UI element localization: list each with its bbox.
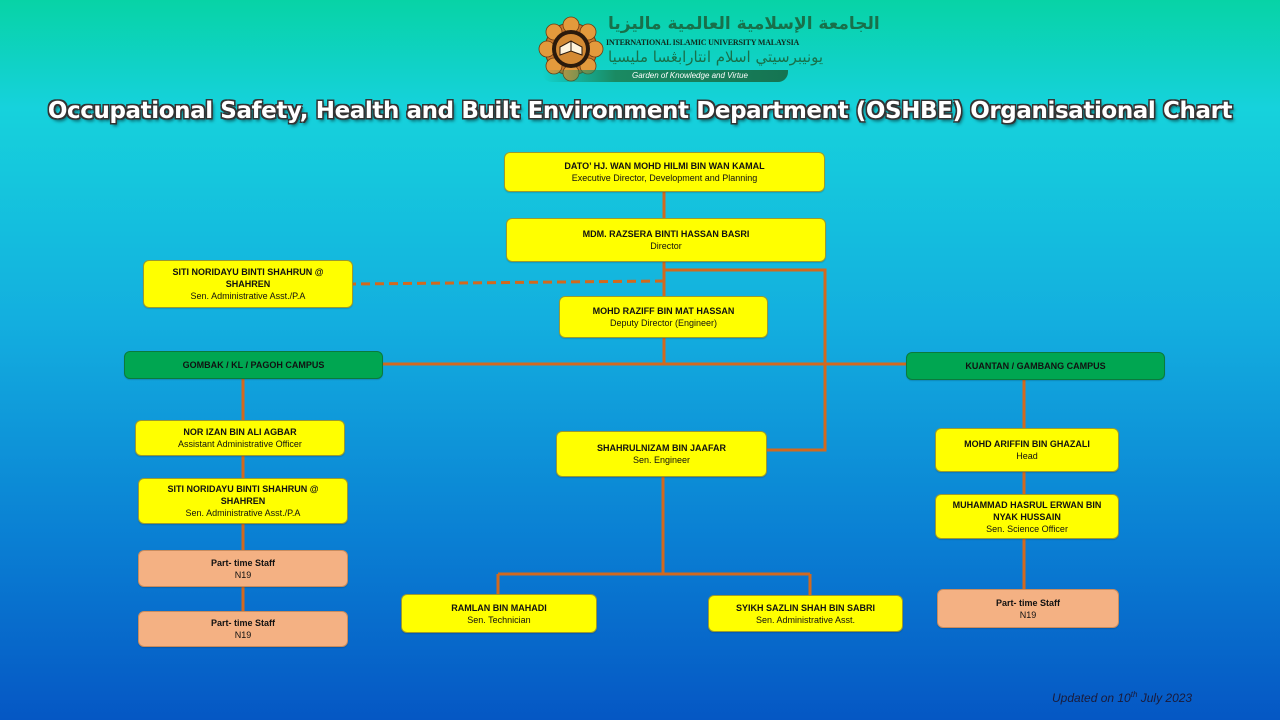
node-name: MUHAMMAD HASRUL ERWAN BIN NYAK HUSSAIN bbox=[952, 499, 1102, 522]
link-director-shahrul bbox=[664, 268, 827, 452]
node-director: MDM. RAZSERA BINTI HASSAN BASRI Director bbox=[506, 218, 826, 262]
node-name: Part- time Staff bbox=[210, 557, 275, 568]
updated-prefix: Updated on 10 bbox=[1052, 691, 1131, 705]
node-ramlan: RAMLAN BIN MAHADI Sen. Technician bbox=[401, 594, 597, 633]
node-role: Assistant Administrative Officer bbox=[178, 439, 302, 449]
node-name: NOR IZAN BIN ALI AGBAR bbox=[183, 427, 297, 437]
campus-name: GOMBAK / KL / PAGOH CAMPUS bbox=[182, 360, 325, 370]
node-role: N19 bbox=[234, 569, 252, 580]
node-personal-assistant: SITI NORIDAYU BINTI SHAHRUN @ SHAHREN Se… bbox=[143, 260, 353, 308]
node-deputy-director: MOHD RAZIFF BIN MAT HASSAN Deputy Direct… bbox=[559, 296, 768, 338]
node-role: Director bbox=[650, 241, 682, 251]
updated-ordinal: th bbox=[1130, 690, 1138, 699]
node-role: N19 bbox=[234, 630, 252, 640]
node-name: Part- time Staff bbox=[210, 618, 275, 628]
campus-gombak-kl-pagoh: GOMBAK / KL / PAGOH CAMPUS bbox=[124, 351, 383, 379]
updated-date: Updated on 10th July 2023 bbox=[1052, 690, 1192, 705]
iium-emblem-icon bbox=[538, 16, 604, 82]
node-role: Sen. Administrative Asst./P.A bbox=[190, 291, 306, 301]
node-name: SITI NORIDAYU BINTI SHAHRUN @ SHAHREN bbox=[167, 484, 319, 506]
logo-motto: Garden of Knowledge and Virtue bbox=[632, 71, 748, 80]
node-shahrulnizam: SHAHRULNIZAM BIN JAAFAR Sen. Engineer bbox=[556, 431, 767, 477]
node-name: DATO’ HJ. WAN MOHD HILMI BIN WAN KAMAL bbox=[564, 161, 765, 171]
page-title: Occupational Safety, Health and Built En… bbox=[47, 98, 1233, 124]
university-logo: الجامعة الإسلامية العالمية ماليزيا INTER… bbox=[536, 14, 880, 86]
logo-english-name: INTERNATIONAL ISLAMIC UNIVERSITY MALAYSI… bbox=[606, 38, 800, 47]
node-part-time-kuantan: Part- time Staff N19 bbox=[937, 589, 1119, 628]
logo-jawi-name: يونيبرسيتي اسلام انتارابڠسا مليسيا bbox=[608, 48, 824, 66]
node-muhammad-hasrul: MUHAMMAD HASRUL ERWAN BIN NYAK HUSSAIN S… bbox=[935, 494, 1119, 539]
node-role: Deputy Director (Engineer) bbox=[609, 318, 718, 328]
node-executive-director: DATO’ HJ. WAN MOHD HILMI BIN WAN KAMAL E… bbox=[504, 152, 825, 192]
node-name: SITI NORIDAYU BINTI SHAHRUN @ SHAHREN bbox=[172, 267, 324, 289]
node-name: MOHD RAZIFF BIN MAT HASSAN bbox=[592, 306, 735, 316]
node-nor-izan: NOR IZAN BIN ALI AGBAR Assistant Adminis… bbox=[135, 420, 345, 456]
node-role: Sen. Technician bbox=[467, 614, 531, 625]
node-role: N19 bbox=[1019, 609, 1037, 620]
node-mohd-ariffin: MOHD ARIFFIN BIN GHAZALI Head bbox=[935, 428, 1119, 472]
node-part-time-gombak-1: Part- time Staff N19 bbox=[138, 550, 348, 587]
link-director-pa bbox=[352, 279, 665, 286]
node-role: Executive Director, Development and Plan… bbox=[571, 173, 758, 183]
node-name: SYIKH SAZLIN SHAH BIN SABRI bbox=[735, 602, 875, 613]
node-name: SHAHRULNIZAM BIN JAAFAR bbox=[597, 443, 726, 453]
node-name: MOHD ARIFFIN BIN GHAZALI bbox=[964, 439, 1090, 449]
updated-suffix: July 2023 bbox=[1137, 691, 1193, 705]
node-role: Sen. Engineer bbox=[632, 455, 691, 465]
node-name: Part- time Staff bbox=[995, 597, 1060, 608]
node-role: Sen. Administrative Asst. bbox=[755, 614, 856, 625]
node-syikh-sazlin: SYIKH SAZLIN SHAH BIN SABRI Sen. Adminis… bbox=[708, 595, 903, 632]
campus-kuantan-gambang: KUANTAN / GAMBANG CAMPUS bbox=[906, 352, 1165, 380]
node-role: Sen. Administrative Asst./P.A bbox=[185, 508, 301, 518]
node-role: Head bbox=[1016, 451, 1038, 461]
motto-banner bbox=[542, 70, 788, 82]
node-role: Sen. Science Officer bbox=[986, 523, 1068, 534]
campus-name: KUANTAN / GAMBANG CAMPUS bbox=[965, 361, 1106, 371]
node-name: MDM. RAZSERA BINTI HASSAN BASRI bbox=[582, 229, 750, 239]
node-part-time-gombak-2: Part- time Staff N19 bbox=[138, 611, 348, 647]
node-name: RAMLAN BIN MAHADI bbox=[451, 602, 547, 613]
logo-arabic-name: الجامعة الإسلامية العالمية ماليزيا bbox=[608, 14, 880, 34]
node-siti-noridayu-gombak: SITI NORIDAYU BINTI SHAHRUN @ SHAHREN Se… bbox=[138, 478, 348, 524]
